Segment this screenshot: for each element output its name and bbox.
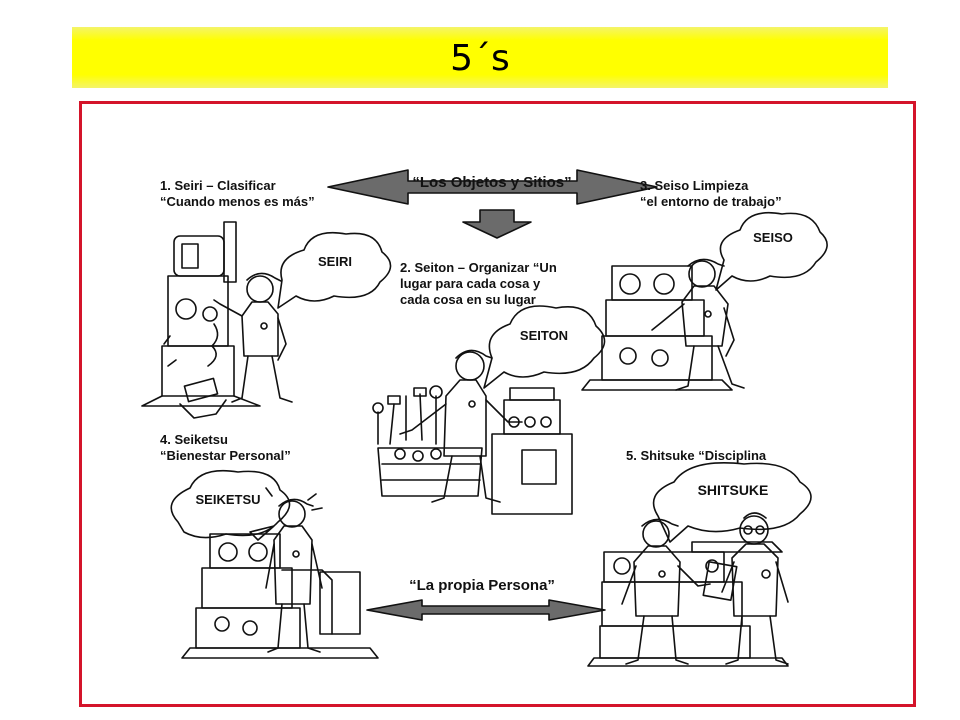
diagram-artwork: [141, 169, 828, 667]
step-2-subtitle-line2: cada cosa en su lugar: [400, 292, 536, 307]
seiri-scene-illustration: [141, 221, 293, 419]
title-band: 5´s: [72, 27, 888, 88]
shitsuke-scene-illustration: [587, 512, 789, 667]
top-double-arrow: [327, 169, 658, 205]
seiton-bubble-text: SEITON: [519, 328, 569, 343]
step-2-title: 2. Seiton – Organizar “Un: [400, 260, 557, 275]
step-1-subtitle: “Cuando menos es más”: [160, 194, 315, 209]
seiso-speech-bubble: [715, 211, 828, 291]
step-2-subtitle-line1: lugar para cada cosa y: [400, 276, 541, 291]
seiketsu-scene-illustration: [181, 487, 379, 659]
seiketsu-bubble-text: SEIKETSU: [195, 492, 261, 507]
step-3-title: 3. Seiso Limpieza: [640, 178, 749, 193]
top-arrow-label: “Los Objetos y Sitios”: [412, 174, 572, 191]
diagram-frame: “Los Objetos y Sitios” “La propia Person…: [79, 101, 916, 707]
step-4-title: 4. Seiketsu: [160, 432, 228, 447]
seiri-speech-bubble: [277, 231, 392, 309]
seiso-scene-illustration: [581, 258, 745, 391]
bottom-double-arrow: [366, 599, 606, 621]
seiketsu-speech-bubble: [170, 469, 291, 541]
step-3-subtitle: “el entorno de trabajo”: [640, 194, 782, 209]
shitsuke-speech-bubble: [652, 462, 812, 543]
bottom-arrow-label: “La propia Persona”: [409, 577, 555, 594]
seiton-speech-bubble: [483, 305, 606, 389]
seiri-bubble-text: SEIRI: [318, 254, 352, 269]
slide-title: 5´s: [450, 38, 510, 79]
seiso-bubble-text: SEISO: [753, 230, 793, 245]
step-4-subtitle: “Bienestar Personal”: [160, 448, 291, 463]
seiton-scene-illustration: [372, 349, 573, 515]
step-1-title: 1. Seiri – Clasificar: [160, 178, 276, 193]
shitsuke-bubble-text: SHITSUKE: [697, 482, 769, 498]
step-5-title: 5. Shitsuke “Disciplina: [626, 448, 767, 463]
down-arrow: [462, 209, 532, 239]
